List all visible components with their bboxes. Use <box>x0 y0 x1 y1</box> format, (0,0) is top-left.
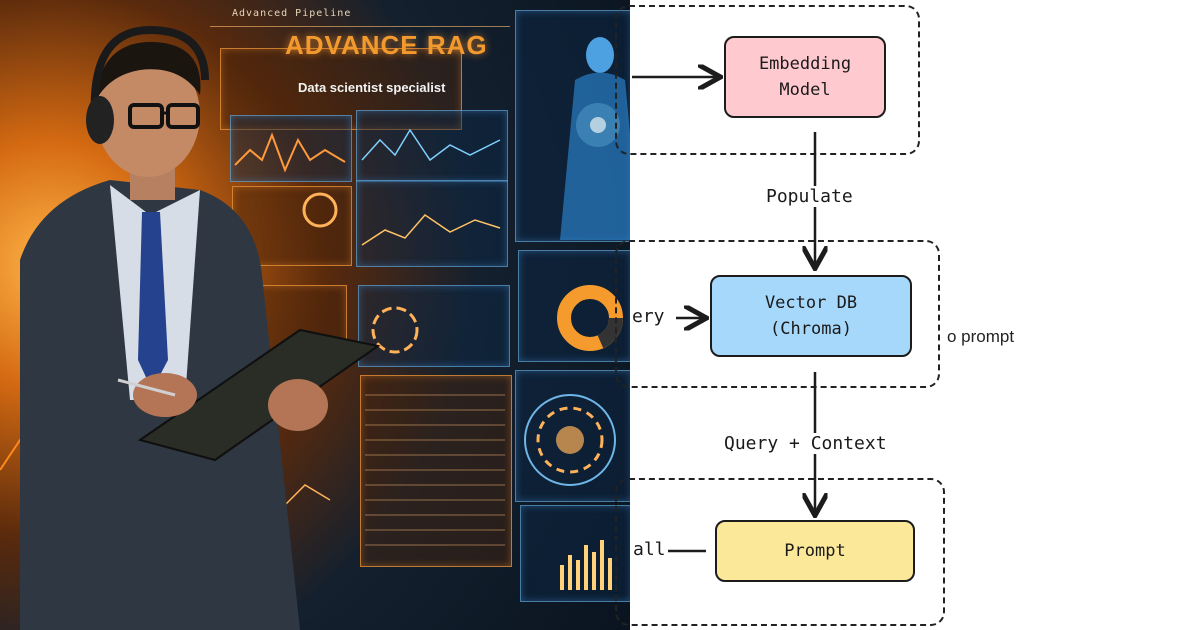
waveform-line <box>361 128 501 162</box>
radial-gauge <box>371 306 419 354</box>
vector-db-node: Vector DB (Chroma) <box>710 275 912 357</box>
ai-illustration: Advanced Pipeline ADVANCE RAG Data scien… <box>0 0 630 630</box>
prompt-fragment-text: o prompt <box>947 327 1015 346</box>
query-context-label: Query + Context <box>722 433 889 454</box>
waveform-line <box>361 214 501 246</box>
hud-panel <box>230 115 352 182</box>
embedding-group <box>615 5 920 155</box>
call-fragment-text: all <box>633 539 666 560</box>
hud-visuals <box>0 25 630 630</box>
hud-data-table <box>360 375 512 567</box>
hud-panel <box>358 285 510 367</box>
embedding-model-node: Embedding Model <box>724 36 886 118</box>
hud-panel <box>515 370 630 502</box>
illustration-title: ADVANCE RAG <box>285 30 488 60</box>
hud-caption: Advanced Pipeline <box>232 8 352 19</box>
hud-header-strip <box>210 8 510 27</box>
populate-label: Populate <box>764 186 855 207</box>
hologram-figure <box>560 37 630 240</box>
prompt-node: Prompt <box>715 520 915 582</box>
radial-gauge <box>524 394 616 486</box>
retrieval-group <box>615 240 940 388</box>
person-figure <box>20 25 381 630</box>
waveform-line <box>234 132 346 173</box>
hud-panel <box>220 48 462 130</box>
radial-gauge <box>302 192 338 228</box>
illustration-subtitle: Data scientist specialist <box>298 80 446 95</box>
query-fragment-text: ery <box>632 306 665 327</box>
hud-panel <box>356 180 508 267</box>
prompt-group <box>615 478 945 626</box>
hud-panel <box>356 110 508 182</box>
